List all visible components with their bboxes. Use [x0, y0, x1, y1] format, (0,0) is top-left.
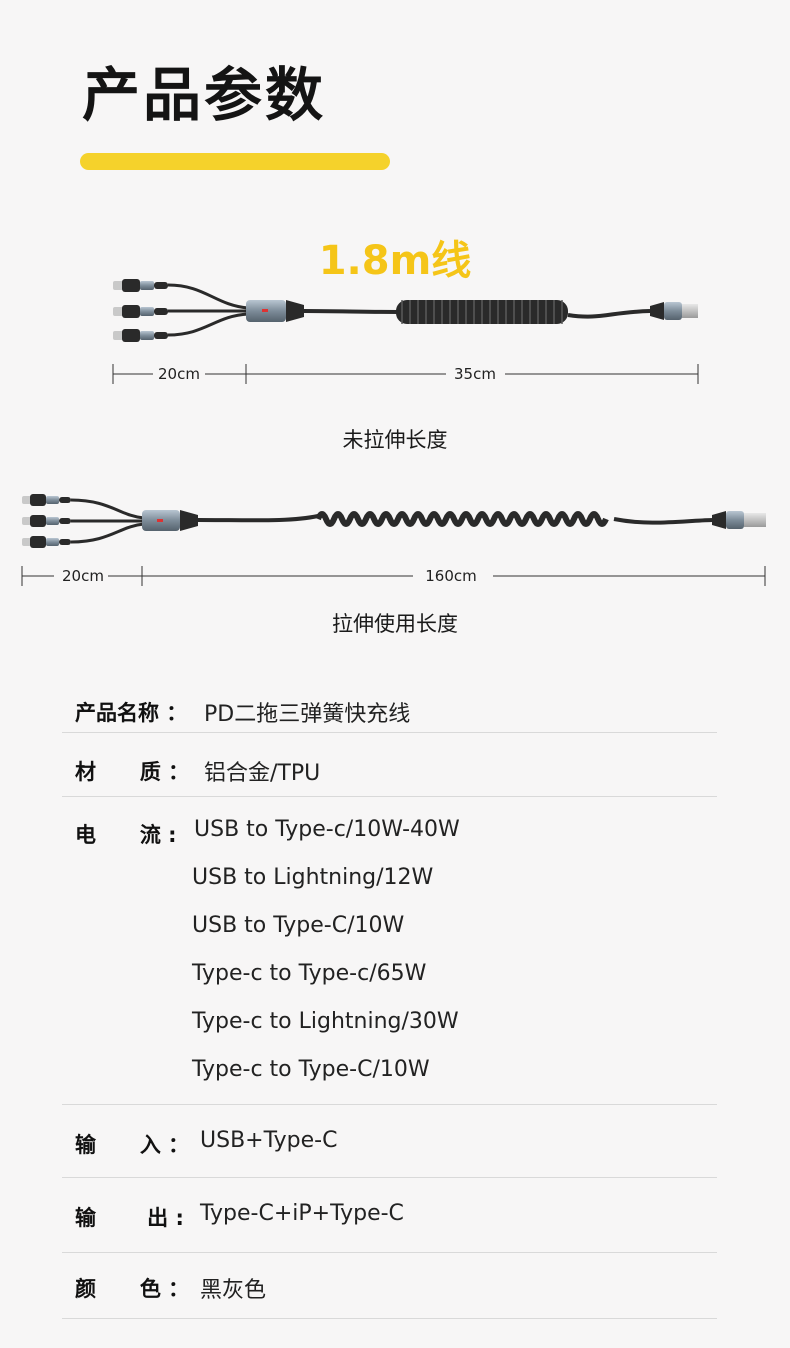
- connector-head-bottom: [113, 329, 168, 342]
- connector-head-middle: [113, 305, 168, 318]
- param-label-output: 输 出 :: [75, 1206, 184, 1230]
- coiled-section: [396, 300, 568, 324]
- connector-head-bottom: [22, 536, 71, 548]
- stretched-cable-illustration: [22, 494, 766, 548]
- stretched-coil-section: [315, 511, 609, 527]
- param-label-material: 材 质 ：: [75, 760, 190, 784]
- unstretched-dimension-line: [112, 364, 699, 384]
- connector-head-top: [113, 279, 168, 292]
- stretched-left-dim-label: 20cm: [62, 567, 104, 585]
- unstretched-right-dim-label: 35cm: [454, 365, 496, 383]
- title-underline-bar: [80, 153, 390, 170]
- param-label-color: 颜 色 ：: [75, 1277, 190, 1301]
- stretched-right-dim-label: 160cm: [425, 567, 477, 585]
- param-row-input: 输 入 ： USB+Type-C: [62, 1105, 717, 1178]
- param-label-current: 电 流 :: [75, 823, 177, 847]
- unstretched-cable-illustration: [113, 279, 698, 342]
- connector-head-top: [22, 494, 71, 506]
- current-line: USB to Lightning/12W: [192, 865, 434, 890]
- page-title: 产品参数: [82, 61, 327, 129]
- param-row-color: 颜 色 ： 黑灰色: [62, 1253, 717, 1319]
- param-value-name: PD二拖三弹簧快充线: [204, 702, 411, 727]
- param-value-input: USB+Type-C: [200, 1128, 338, 1153]
- unstretched-caption: 未拉伸长度: [342, 428, 448, 452]
- stretched-dimension-line: [21, 566, 766, 586]
- param-value-color: 黑灰色: [200, 1278, 267, 1303]
- current-line: Type-c to Lightning/30W: [192, 1009, 459, 1034]
- cable-diagram: 20cm 35cm: [21, 279, 766, 586]
- param-label-input: 输 入 ：: [75, 1133, 190, 1157]
- current-line: USB to Type-c/10W-40W: [194, 817, 460, 842]
- unstretched-left-dim-label: 20cm: [158, 365, 200, 383]
- param-row-output: 输 出 : Type-C+iP+Type-C: [62, 1178, 717, 1253]
- current-line: Type-c to Type-C/10W: [192, 1057, 430, 1082]
- params-table: 产品名称 ： PD二拖三弹簧快充线 材 质 ： 铝合金/TPU 电 流 : US…: [62, 680, 717, 1319]
- cable-length-label: 1.8m线: [318, 238, 472, 284]
- param-row-name: 产品名称 ： PD二拖三弹簧快充线: [62, 680, 717, 733]
- stretched-caption: 拉伸使用长度: [332, 612, 458, 636]
- param-value-material: 铝合金/TPU: [204, 761, 321, 786]
- param-label-name: 产品名称 ：: [75, 701, 188, 725]
- param-row-material: 材 质 ： 铝合金/TPU: [62, 733, 717, 797]
- param-row-current: 电 流 : USB to Type-c/10W-40W USB to Light…: [62, 797, 717, 1105]
- current-line: USB to Type-C/10W: [192, 913, 405, 938]
- connector-head-middle: [22, 515, 71, 527]
- current-line: Type-c to Type-c/65W: [192, 961, 427, 986]
- param-value-output: Type-C+iP+Type-C: [200, 1201, 404, 1226]
